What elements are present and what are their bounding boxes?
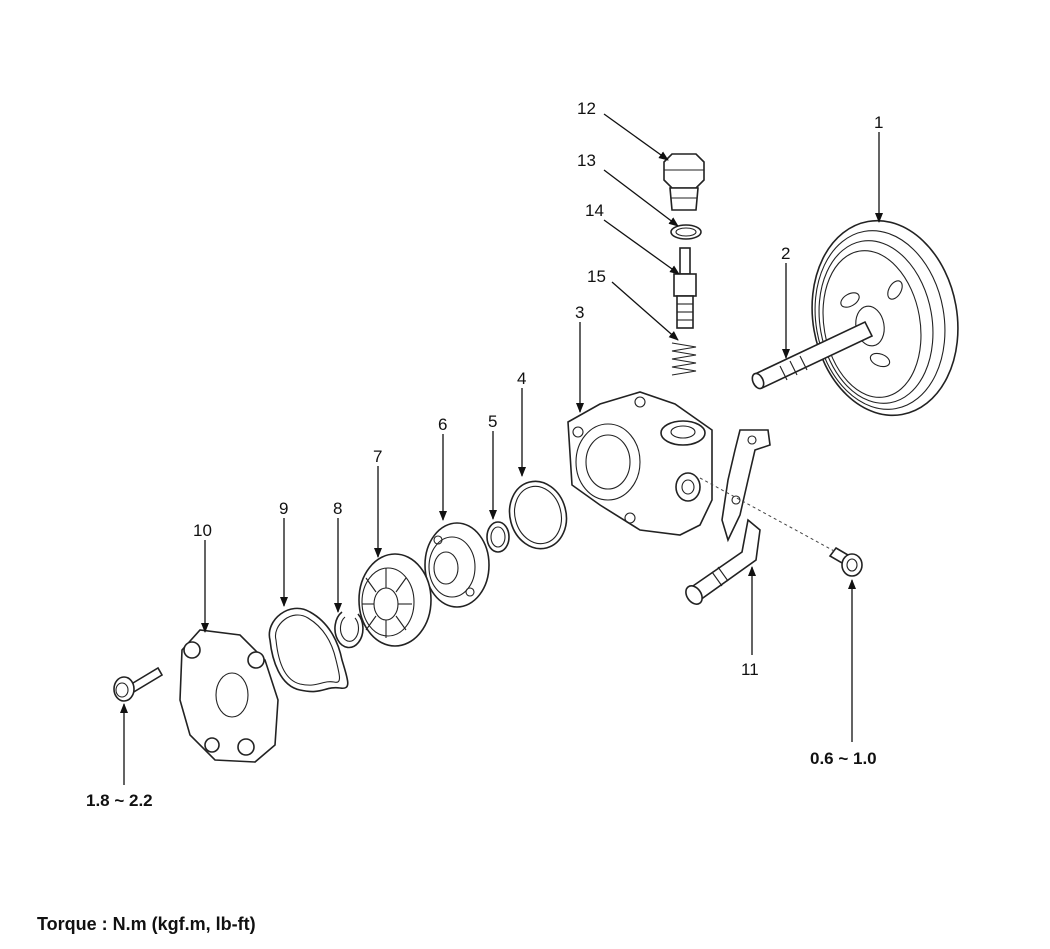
- part-cam-ring: [424, 522, 490, 608]
- callout-5: 5: [488, 412, 497, 431]
- callout-9: 9: [279, 499, 288, 518]
- part-pump-housing: [567, 391, 713, 536]
- part-o-ring-small-top: [670, 224, 702, 240]
- part-flow-control-valve: [673, 247, 697, 329]
- part-shaft: [751, 320, 874, 390]
- assembly-axis: [699, 477, 837, 553]
- callout-4: 4: [517, 369, 526, 388]
- torque-left-bolt: 1.8 ~ 2.2: [86, 791, 153, 810]
- callout-1: 1: [874, 113, 883, 132]
- part-bracket-pipe: [685, 429, 771, 605]
- part-spring: [671, 342, 697, 376]
- callout-labels: 1 2 3 4 5 6 7 8 9 10 11 12 13 14 15: [193, 99, 883, 679]
- part-valve-plug: [663, 153, 705, 211]
- callout-12: 12: [577, 99, 596, 118]
- callout-10: 10: [193, 521, 212, 540]
- torque-right-bolt: 0.6 ~ 1.0: [810, 749, 877, 768]
- callout-3: 3: [575, 303, 584, 322]
- callout-8: 8: [333, 499, 342, 518]
- part-o-ring-small: [486, 521, 510, 553]
- callout-13: 13: [577, 151, 596, 170]
- part-bolt-right: [828, 546, 863, 577]
- part-snap-ring: [334, 611, 364, 649]
- callout-15: 15: [587, 267, 606, 286]
- callout-11: 11: [741, 660, 759, 679]
- callout-6: 6: [438, 415, 447, 434]
- callout-14: 14: [585, 201, 604, 220]
- torque-units-legend: Torque : N.m (kgf.m, lb-ft): [37, 914, 256, 934]
- part-gasket: [268, 607, 349, 693]
- callout-7: 7: [373, 447, 382, 466]
- part-rear-cover: [179, 629, 279, 763]
- part-pulley: [811, 219, 959, 417]
- leader-lines: [120, 113, 883, 785]
- part-rotor: [358, 553, 432, 647]
- part-bolt-left: [113, 666, 164, 702]
- part-o-ring-large: [508, 480, 568, 550]
- callout-2: 2: [781, 244, 790, 263]
